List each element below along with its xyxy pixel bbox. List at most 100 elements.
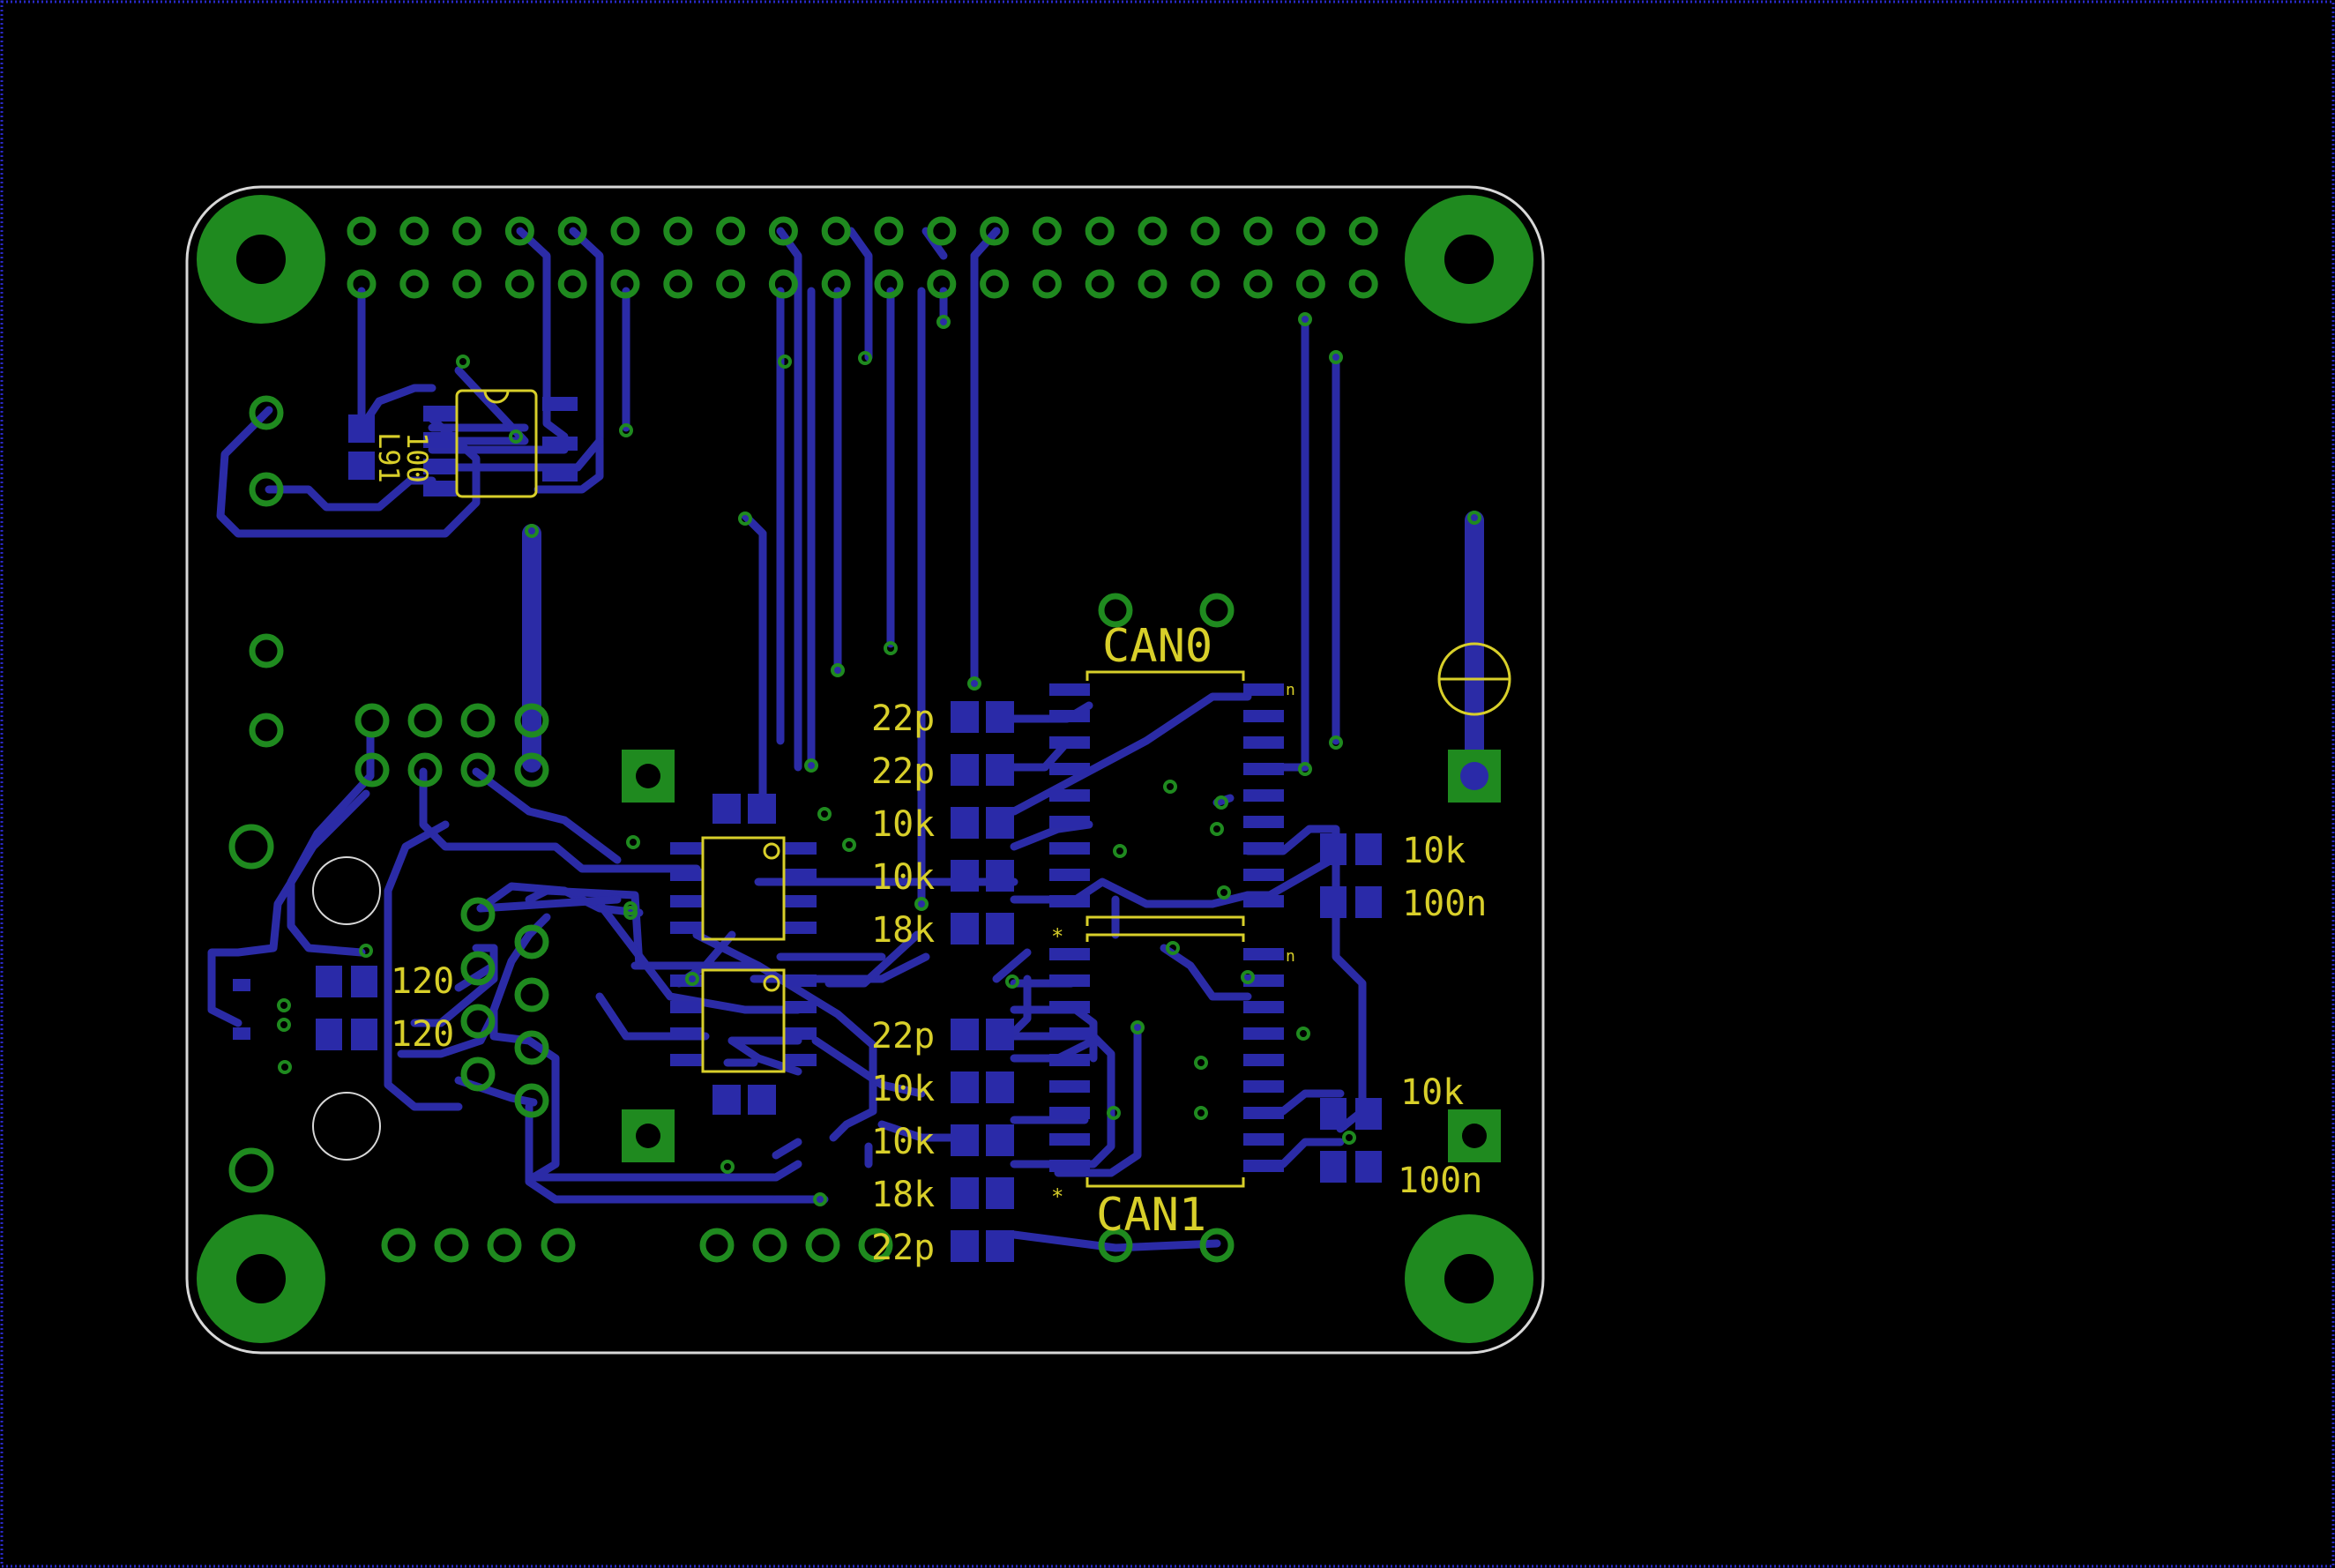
via — [1241, 970, 1255, 984]
tht-pin — [752, 1228, 787, 1263]
header-pin — [347, 216, 377, 246]
value-label: 10k — [871, 1122, 935, 1162]
tht-pin — [249, 472, 284, 507]
regulator-label: L91 — [372, 432, 406, 483]
board-outline — [185, 185, 1545, 1355]
tht-pin — [1199, 1228, 1235, 1263]
tht-pin — [858, 1228, 893, 1263]
via — [1298, 312, 1312, 326]
tht-pin — [1098, 593, 1133, 628]
header-pin — [399, 269, 429, 299]
header-pin — [663, 269, 693, 299]
via — [884, 641, 898, 655]
via — [277, 998, 291, 1012]
value-label: 10k — [871, 804, 935, 845]
header-pin — [1085, 269, 1115, 299]
header-pin — [399, 216, 429, 246]
header-pin — [452, 269, 482, 299]
tht-pin — [228, 824, 274, 870]
tht-pin — [354, 703, 390, 738]
header-pin — [874, 269, 904, 299]
tht-pins — [228, 216, 1378, 1263]
via — [967, 676, 981, 691]
via — [817, 807, 832, 821]
via — [1217, 885, 1231, 900]
via — [1329, 350, 1343, 364]
tht-pin — [249, 633, 284, 668]
via — [685, 972, 699, 986]
header-pin — [927, 269, 957, 299]
header-pin — [1243, 269, 1273, 299]
header-pin — [1085, 216, 1115, 246]
value-label: 10k — [1402, 831, 1466, 871]
via — [278, 1060, 292, 1074]
header-pin — [768, 216, 798, 246]
via — [1210, 822, 1224, 836]
header-pin — [1295, 269, 1325, 299]
via — [720, 1160, 735, 1174]
pin1-bottom: n — [1286, 947, 1295, 966]
via — [1214, 795, 1228, 810]
power-traces — [522, 511, 1484, 781]
tht-pin — [460, 752, 496, 788]
header-pin — [927, 216, 957, 246]
header-pin — [768, 269, 798, 299]
header-pin — [610, 269, 640, 299]
via — [778, 355, 792, 369]
via — [525, 524, 539, 538]
header-pin — [557, 216, 587, 246]
can1-label: CAN1 — [1096, 1189, 1206, 1242]
via — [619, 423, 633, 437]
header-pin — [1032, 269, 1062, 299]
traces — [207, 227, 1367, 1252]
square-pads — [622, 750, 1501, 1162]
asterisk-bottom: * — [1051, 1184, 1063, 1209]
value-label: 120 — [391, 1014, 454, 1055]
header-pin — [1138, 269, 1168, 299]
via — [831, 663, 845, 677]
mounting-holes — [197, 195, 1533, 1343]
header-pin — [1243, 216, 1273, 246]
header-pin — [504, 216, 534, 246]
tht-pin — [541, 1228, 576, 1263]
value-label: 22p — [871, 751, 935, 792]
tht-pin — [228, 1147, 274, 1193]
via — [456, 355, 470, 369]
header-pin — [1348, 216, 1378, 246]
tht-pin — [381, 1228, 416, 1263]
via — [1467, 511, 1481, 525]
tht-pin — [514, 977, 549, 1012]
value-label: 22p — [871, 1228, 935, 1268]
value-label: 100n — [1402, 884, 1487, 924]
via — [914, 897, 929, 911]
tht-pin — [514, 1083, 549, 1118]
via — [1194, 1106, 1208, 1120]
header-pin — [452, 216, 482, 246]
via — [1194, 1056, 1208, 1070]
tht-pin — [249, 713, 284, 748]
via — [277, 1018, 291, 1032]
value-label: 100n — [1398, 1161, 1482, 1201]
tht-pin — [514, 1030, 549, 1065]
value-label: 10k — [871, 1069, 935, 1109]
value-label: 18k — [871, 1175, 935, 1215]
via — [936, 315, 951, 329]
header-pin — [1032, 216, 1062, 246]
via — [1298, 762, 1312, 776]
silkscreen — [455, 389, 1511, 1188]
via — [1166, 941, 1180, 955]
via — [804, 758, 818, 773]
header-pin — [1295, 216, 1325, 246]
tht-pin — [460, 703, 496, 738]
header-pin — [1138, 216, 1168, 246]
via — [1113, 844, 1127, 858]
tht-pin — [434, 1228, 469, 1263]
value-label: 120 — [391, 961, 454, 1002]
tht-pin — [407, 752, 443, 788]
via — [1163, 780, 1177, 794]
tht-pin — [1098, 1228, 1133, 1263]
via — [623, 901, 638, 915]
header-pin — [716, 269, 746, 299]
